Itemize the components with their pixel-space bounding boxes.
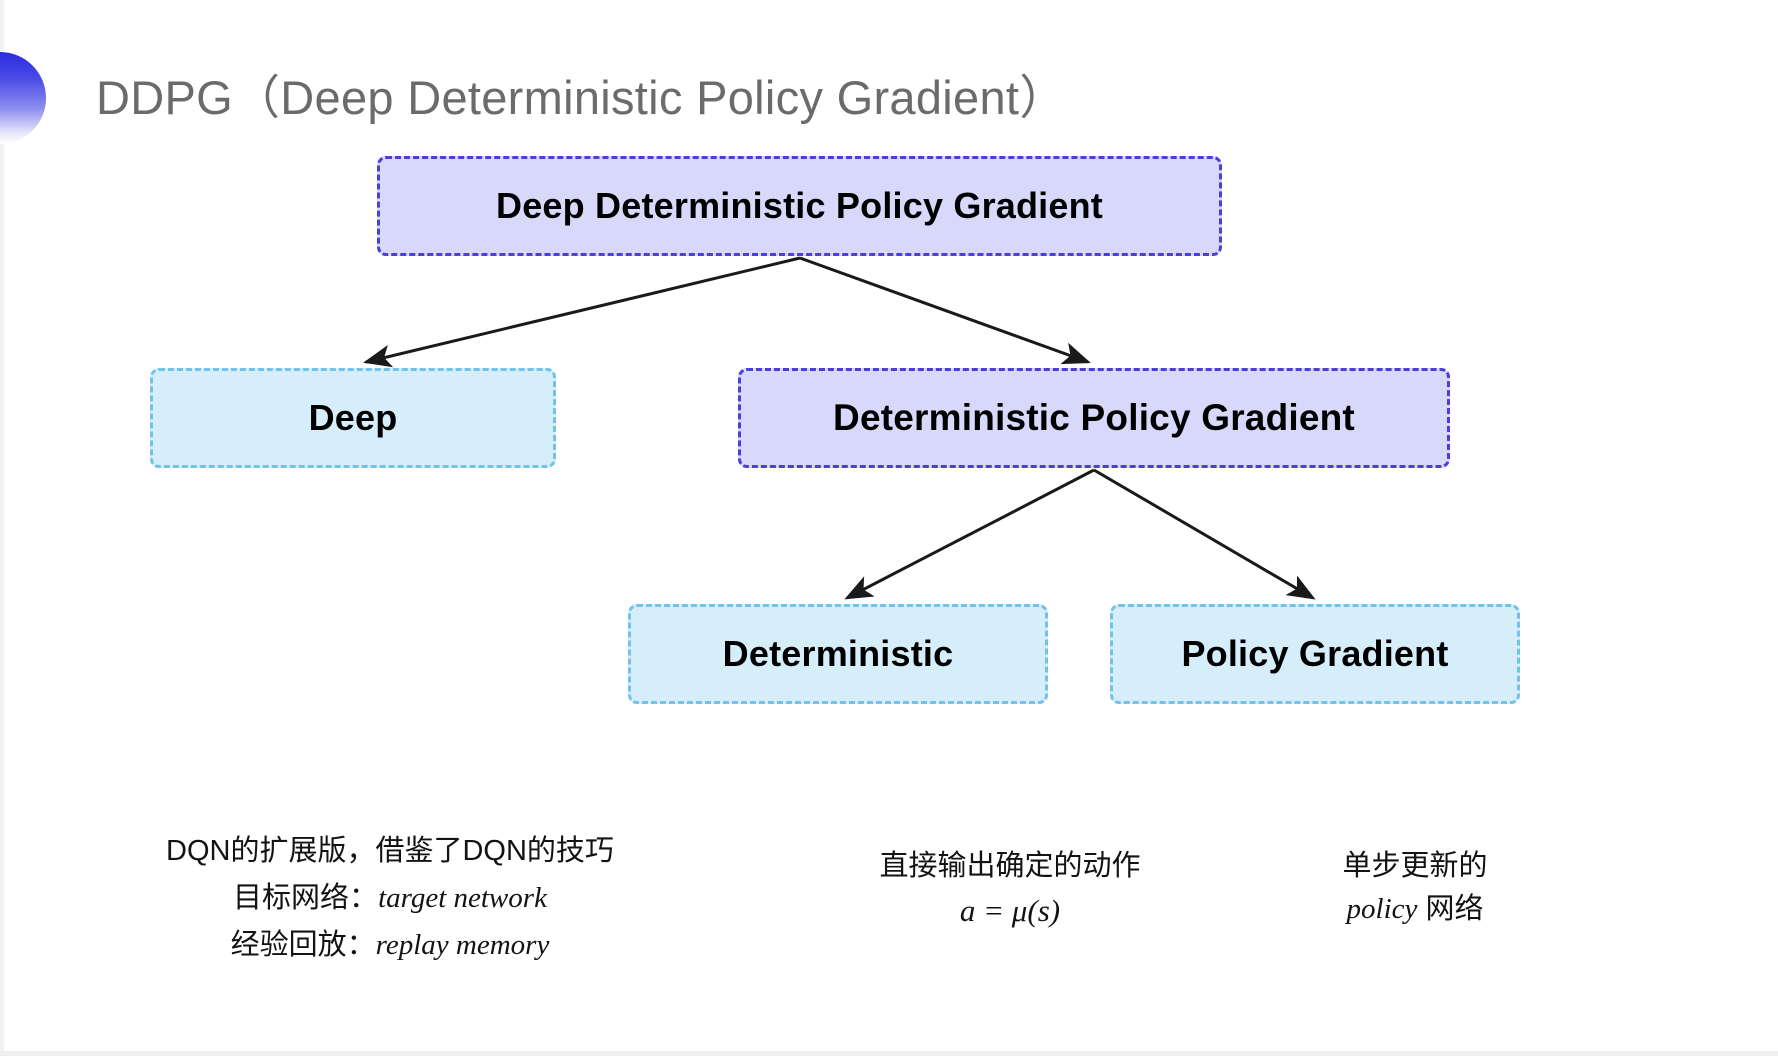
caption-deep-line-2-term: target network <box>378 881 547 914</box>
caption-deep-line-3: 经验回放：replay memory <box>60 922 720 969</box>
caption-deterministic-line-1: 直接输出确定的动作 <box>879 850 1141 882</box>
caption-deterministic: 直接输出确定的动作 a = μ(s) <box>700 845 1320 934</box>
node-deep-deterministic-policy-gradient[interactable]: Deep Deterministic Policy Gradient <box>377 156 1222 256</box>
node-policy-gradient[interactable]: Policy Gradient <box>1110 604 1520 704</box>
edge-dpg-to-policy-gradient <box>1093 468 1316 600</box>
caption-deep: DQN的扩展版，借鉴了DQN的技巧 目标网络：target network 经验… <box>60 828 720 969</box>
node-label: Deterministic Policy Gradient <box>833 397 1355 438</box>
caption-deep-line-2-label: 目标网络： <box>233 881 379 914</box>
edge-dpg-to-deterministic <box>844 468 1095 600</box>
node-label: Policy Gradient <box>1181 633 1449 674</box>
node-label: Deep <box>308 397 398 438</box>
caption-deterministic-formula: a = μ(s) <box>959 892 1061 928</box>
title-gradient-marker-icon <box>0 52 46 144</box>
caption-policy-gradient-line-2: policy 网络 <box>1165 888 1665 931</box>
node-deep[interactable]: Deep <box>150 368 556 468</box>
node-deterministic[interactable]: Deterministic <box>628 604 1048 704</box>
caption-policy-gradient-term: policy <box>1346 892 1418 925</box>
page-title: DDPG（Deep Deterministic Policy Gradient） <box>96 71 1067 124</box>
node-deterministic-policy-gradient[interactable]: Deterministic Policy Gradient <box>738 368 1450 468</box>
caption-deep-line-2: 目标网络：target network <box>60 875 720 922</box>
caption-policy-gradient-tail: 网络 <box>1417 892 1484 925</box>
node-label: Deep Deterministic Policy Gradient <box>496 185 1103 226</box>
caption-policy-gradient: 单步更新的 policy 网络 <box>1165 845 1665 931</box>
edge-root-to-dpg <box>799 256 1091 365</box>
edge-root-to-deep <box>363 256 801 368</box>
caption-policy-gradient-line-1: 单步更新的 <box>1342 850 1488 882</box>
slide-left-edge <box>0 0 4 1056</box>
node-label: Deterministic <box>722 633 954 674</box>
caption-deep-line-1: DQN的扩展版，借鉴了DQN的技巧 <box>166 835 614 867</box>
caption-deep-line-3-term: replay memory <box>375 928 550 961</box>
caption-deep-line-3-label: 经验回放： <box>230 928 376 961</box>
slide-bottom-edge <box>0 1051 1778 1056</box>
